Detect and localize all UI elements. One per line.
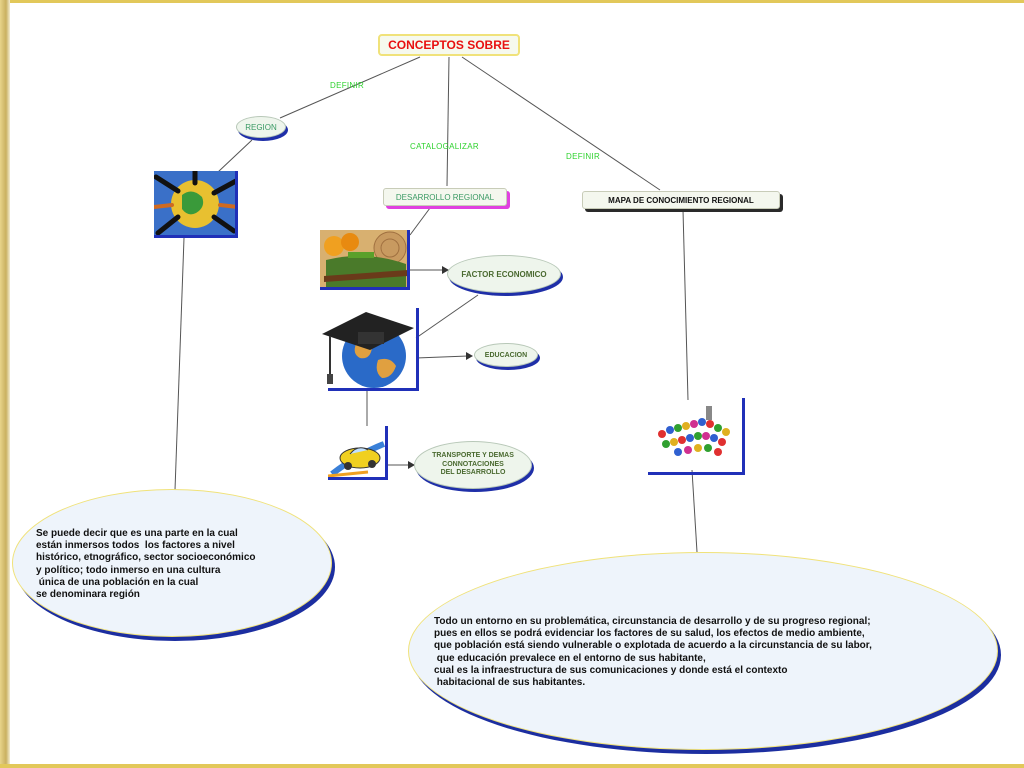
link-graduation-educacion xyxy=(415,355,469,359)
region-description-ellipse xyxy=(12,489,332,637)
graduation-globe-picture xyxy=(320,308,419,391)
mapa-conocimiento-node[interactable]: MAPA DE CONOCIMIENTO REGIONAL xyxy=(582,191,780,209)
educacion-label: EDUCACION xyxy=(484,351,528,359)
factor-economico-label: FACTOR ECONOMICO xyxy=(461,269,547,279)
arrow-transporte xyxy=(408,461,415,469)
graduation-cap-globe-icon xyxy=(322,312,414,388)
root-node-label: CONCEPTOS SOBRE xyxy=(388,38,510,52)
food-picture xyxy=(320,230,410,290)
link-mapa-crowd xyxy=(682,209,689,401)
arrow-educacion xyxy=(466,352,473,360)
region-node[interactable]: REGION xyxy=(236,116,286,138)
region-node-label: REGION xyxy=(245,122,277,132)
link-label-definir-left: DEFINIR xyxy=(330,81,365,90)
link-root-desarrollo xyxy=(446,56,450,187)
link-root-region xyxy=(279,56,421,119)
link-picture-description xyxy=(174,237,185,491)
mapa-description-text: Todo un entorno en su problemática, circ… xyxy=(434,616,872,689)
factor-economico-node[interactable]: FACTOR ECONOMICO xyxy=(447,255,561,293)
link-root-mapa xyxy=(461,56,661,191)
link-factor-graduation xyxy=(415,294,479,339)
cartoon-car-icon xyxy=(327,426,386,478)
link-label-catalogalizar: CATALOGALIZAR xyxy=(410,142,479,151)
harvest-food-icon xyxy=(320,230,408,288)
car-picture xyxy=(327,426,388,480)
transporte-node[interactable]: TRANSPORTE Y DEMAS CONNOTACIONES DEL DES… xyxy=(414,441,532,489)
top-border xyxy=(0,0,1024,3)
mapa-conocimiento-label: MAPA DE CONOCIMIENTO REGIONAL xyxy=(608,195,754,205)
bottom-border xyxy=(0,764,1024,768)
crowd-of-people-icon xyxy=(658,406,730,456)
mapa-description-ellipse xyxy=(408,552,998,750)
educacion-node[interactable]: EDUCACION xyxy=(474,343,538,367)
region-description-text: Se puede decir que es una parte en la cu… xyxy=(36,528,256,601)
link-region-picture xyxy=(217,139,253,173)
hands-globe-picture xyxy=(152,168,240,238)
link-desarrollo-food xyxy=(409,207,431,236)
link-crowd-description xyxy=(691,469,698,553)
left-border xyxy=(0,0,10,768)
root-node[interactable]: CONCEPTOS SOBRE xyxy=(378,34,520,56)
desarrollo-regional-node[interactable]: DESARROLLO REGIONAL xyxy=(383,188,507,206)
transporte-label: TRANSPORTE Y DEMAS CONNOTACIONES DEL DES… xyxy=(432,452,514,477)
link-label-definir-right: DEFINIR xyxy=(566,152,601,161)
arrow-factor xyxy=(442,266,449,274)
crowd-picture xyxy=(648,398,745,475)
hands-globe-icon xyxy=(152,168,240,236)
desarrollo-regional-label: DESARROLLO REGIONAL xyxy=(395,192,495,202)
crowd-figures xyxy=(658,406,730,456)
